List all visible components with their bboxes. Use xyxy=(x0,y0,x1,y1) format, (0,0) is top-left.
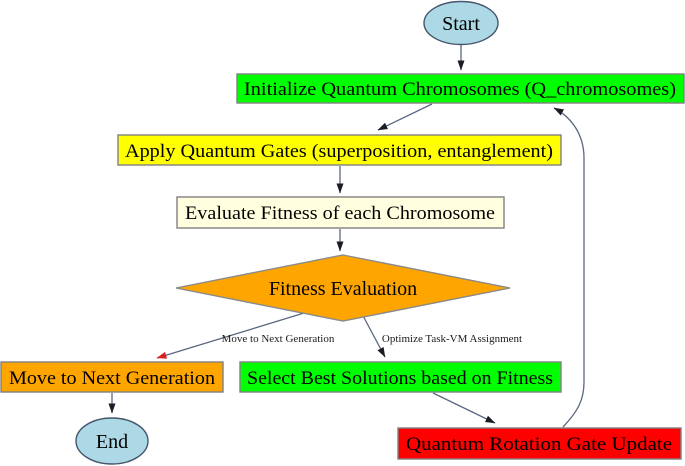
edge-label-move-branch: Move to Next Generation xyxy=(222,333,335,345)
edge-select-to-rotation xyxy=(432,392,496,424)
edge-label-optimize-branch: Optimize Task-VM Assignment xyxy=(382,333,522,345)
apply-quantum-gates-box xyxy=(117,134,562,166)
apply-quantum-gates-label: Apply Quantum Gates (superposition, enta… xyxy=(125,141,553,162)
edge-init-to-apply xyxy=(377,103,433,131)
edge-fitness-to-move xyxy=(156,305,328,359)
node-evaluate-fitness: Evaluate Fitness of each Chromosome xyxy=(176,196,505,229)
node-apply-quantum-gates: Apply Quantum Gates (superposition, enta… xyxy=(117,134,562,166)
fitness-evaluation-diamond xyxy=(175,254,511,322)
evaluate-fitness-label: Evaluate Fitness of each Chromosome xyxy=(185,203,495,224)
move-to-next-generation-label: Move to Next Generation xyxy=(9,368,216,389)
evaluate-fitness-box xyxy=(176,196,505,229)
edges-layer xyxy=(108,45,585,428)
select-best-solutions-label: Select Best Solutions based on Fitness xyxy=(247,368,553,389)
node-quantum-rotation-gate-update: Quantum Rotation Gate Update xyxy=(397,427,682,460)
quantum-rotation-gate-update-label: Quantum Rotation Gate Update xyxy=(406,434,672,455)
move-to-next-generation-box xyxy=(0,361,224,393)
node-end: End xyxy=(75,417,149,465)
start-ellipse xyxy=(423,0,499,46)
start-label: Start xyxy=(442,13,480,35)
quantum-rotation-gate-update-box xyxy=(397,427,682,460)
node-move-to-next-generation: Move to Next Generation xyxy=(0,361,224,393)
end-ellipse xyxy=(75,417,149,465)
select-best-solutions-box xyxy=(239,361,562,393)
edge-fitness-to-select xyxy=(360,311,386,358)
initialize-chromosomes-label: Initialize Quantum Chromosomes (Q_chromo… xyxy=(244,79,676,100)
node-select-best-solutions: Select Best Solutions based on Fitness xyxy=(239,361,562,393)
edge-labels-layer: Move to Next Generation Optimize Task-VM… xyxy=(222,333,522,345)
edge-rotation-to-init-loop xyxy=(553,107,585,428)
node-initialize-chromosomes: Initialize Quantum Chromosomes (Q_chromo… xyxy=(236,73,685,104)
end-label: End xyxy=(96,431,128,453)
node-start: Start xyxy=(423,0,499,46)
node-fitness-evaluation-decision: Fitness Evaluation xyxy=(175,254,511,322)
initialize-chromosomes-box xyxy=(236,73,685,104)
fitness-evaluation-label: Fitness Evaluation xyxy=(269,278,417,300)
